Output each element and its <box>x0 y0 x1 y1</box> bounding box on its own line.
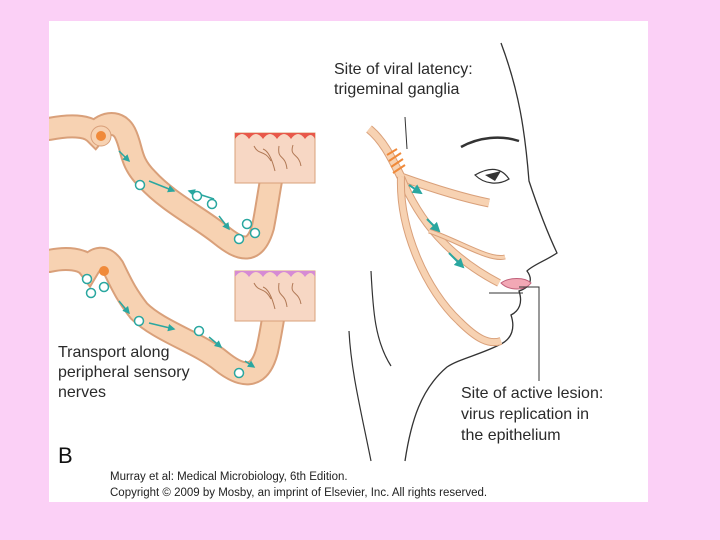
face-profile <box>348 42 558 462</box>
label-lesion-3: the epithelium <box>461 427 561 444</box>
lower-skin-block <box>234 270 316 322</box>
diagram-artwork <box>49 42 558 462</box>
caption-line-2: Copyright © 2009 by Mosby, an imprint of… <box>110 487 488 499</box>
label-transport-1: Transport along <box>58 344 170 361</box>
latent-nucleus <box>96 131 106 141</box>
lower-neuron <box>49 246 293 386</box>
label-latency-2: trigeminal ganglia <box>334 81 460 98</box>
upper-neuron <box>49 112 289 260</box>
upper-skin-block <box>234 132 316 184</box>
label-transport-3: nerves <box>58 384 107 401</box>
label-transport-2: peripheral sensory <box>58 364 190 381</box>
trigeminal-nerve <box>366 116 540 381</box>
label-lesion-2: virus replication in <box>461 406 590 423</box>
label-latency-1: Site of viral latency: <box>334 61 473 78</box>
figure-panel: Site of viral latency: trigeminal gangli… <box>49 21 648 502</box>
label-lesion-1: Site of active lesion: <box>461 385 604 402</box>
caption-line-1: Murray et al: Medical Microbiology, 6th … <box>110 471 348 483</box>
panel-letter: B <box>58 443 73 468</box>
